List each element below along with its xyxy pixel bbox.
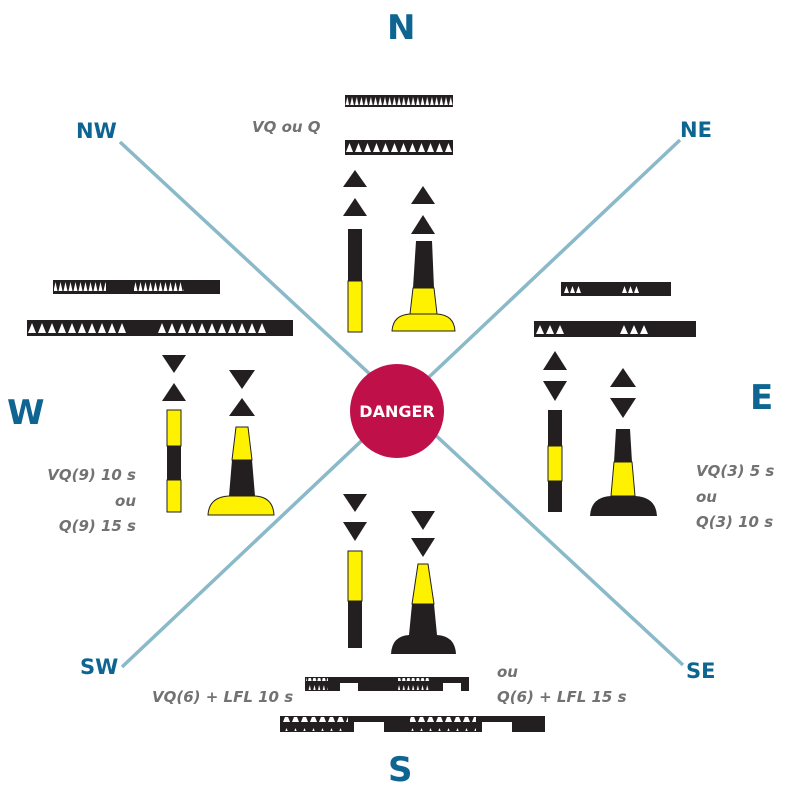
south-pillar-topmark-lower <box>411 538 435 557</box>
west-mark <box>27 280 293 516</box>
south-spar-topmark-upper <box>343 494 367 512</box>
direction-nw: NW <box>76 119 117 143</box>
west-pillar-buoy <box>207 426 275 516</box>
north-pillar-buoy <box>391 241 456 332</box>
east-rhythm-line2: ou <box>696 488 717 506</box>
east-rhythm-line3: Q(3) 10 s <box>696 513 774 531</box>
south-rhythm-line1: VQ(6) + LFL 10 s <box>152 688 294 706</box>
danger-circle <box>350 364 444 458</box>
north-mark <box>343 95 456 333</box>
east-flash-q <box>534 321 696 337</box>
north-rhythm: VQ ou Q <box>252 118 321 136</box>
direction-ne: NE <box>680 118 712 142</box>
east-flash-vq <box>561 282 671 296</box>
west-flash-q <box>27 320 293 336</box>
west-flash-vq <box>53 280 220 294</box>
east-pillar-buoy <box>590 429 657 516</box>
west-spar-buoy <box>166 409 182 513</box>
danger-label: DANGER <box>359 402 435 421</box>
north-pillar-topmark-lower <box>411 215 435 234</box>
east-spar-topmark-upper <box>543 351 567 370</box>
east-spar-buoy <box>547 410 563 512</box>
east-spar-topmark-lower <box>543 381 567 401</box>
north-spar-buoy <box>347 229 363 333</box>
east-pillar-topmark-upper <box>610 368 636 387</box>
west-rhythm-line2: ou <box>115 492 136 510</box>
south-pillar-buoy <box>391 563 456 654</box>
direction-e: E <box>750 378 774 418</box>
south-rhythm-line3: Q(6) + LFL 15 s <box>497 688 627 706</box>
south-spar-buoy <box>347 550 363 648</box>
south-pillar-topmark-upper <box>411 511 435 530</box>
north-spar-topmark-lower <box>343 198 367 216</box>
east-rhythm-line1: VQ(3) 5 s <box>696 462 775 480</box>
north-flash-q <box>345 140 453 155</box>
west-spar-topmark-upper <box>162 355 186 373</box>
east-pillar-topmark-lower <box>610 398 636 418</box>
west-pillar-topmark-upper <box>229 370 255 389</box>
direction-s: S <box>388 750 413 790</box>
west-pillar-topmark-lower <box>229 398 255 416</box>
south-flash-vq <box>305 677 469 691</box>
east-mark <box>534 282 696 516</box>
south-flash-q <box>280 716 545 732</box>
direction-sw: SW <box>80 655 119 679</box>
direction-n: N <box>387 8 416 48</box>
north-flash-vq <box>345 95 453 107</box>
direction-w: W <box>7 393 45 433</box>
north-pillar-topmark-upper <box>411 186 435 204</box>
south-spar-topmark-lower <box>343 522 367 541</box>
south-mark <box>280 494 545 732</box>
south-rhythm-line2: ou <box>497 663 518 681</box>
north-spar-topmark-upper <box>343 170 367 187</box>
west-rhythm-line1: VQ(9) 10 s <box>47 466 136 484</box>
west-rhythm-line3: Q(9) 15 s <box>58 517 136 535</box>
west-spar-topmark-lower <box>162 383 186 401</box>
direction-se: SE <box>686 659 716 683</box>
